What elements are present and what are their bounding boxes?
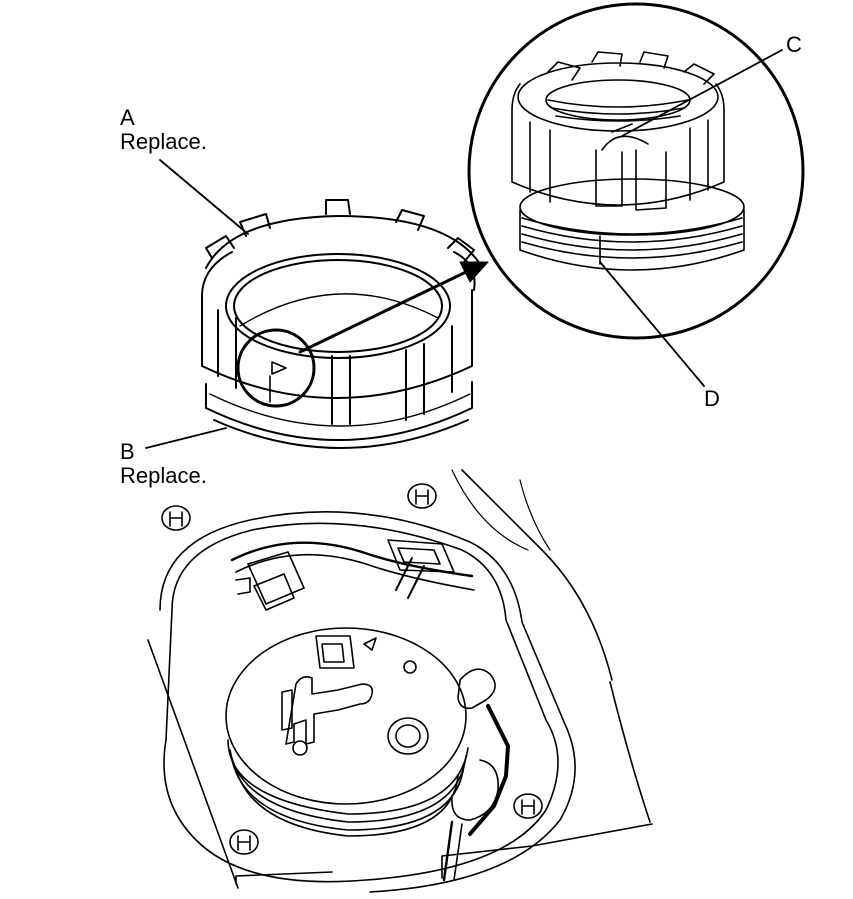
leader-line-a [159,159,249,235]
callout-a-note: Replace. [120,129,207,154]
detail-locknut [511,51,745,271]
mounting-stud [407,483,437,509]
callout-b: B Replace. [120,440,207,488]
detail-magnifier [467,2,805,387]
fuel-tank-area [147,469,653,893]
leader-line-b [145,427,227,449]
callout-a-letter: A [120,105,135,130]
callout-b-letter: B [120,439,135,464]
callout-b-note: Replace. [120,463,207,488]
detail-callout-circle [236,328,316,408]
leader-line-d [599,261,705,387]
mounting-stud [229,829,259,855]
callout-a: A Replace. [120,106,207,154]
callout-d-letter: D [704,386,720,411]
detail-arrow [298,261,489,354]
mounting-stud [161,505,191,531]
locknut-assembly [201,199,481,449]
callout-c-letter: C [786,32,802,57]
leader-line-c [621,49,783,137]
mounting-stud [513,793,543,819]
